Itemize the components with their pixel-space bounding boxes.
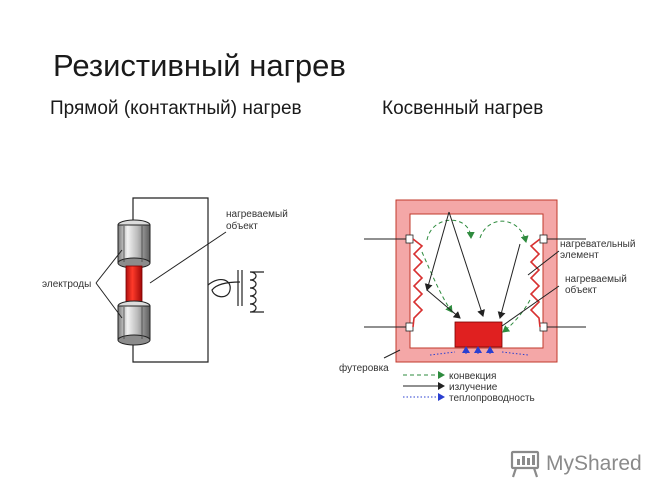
- convection-arc-left: [426, 219, 475, 241]
- convection-flow-left: [421, 251, 453, 313]
- circuit-wire: [132, 197, 209, 363]
- leader-heating-element: [527, 250, 560, 276]
- furnace-lining: [395, 199, 558, 363]
- page-title: Резистивный нагрев: [53, 48, 346, 83]
- presentation-board-icon: [510, 450, 540, 478]
- conduction-arrows: [429, 346, 529, 356]
- direct-heating-diagram: нагреваемый объект электроды: [42, 197, 288, 363]
- transformer-secondary-coil: [249, 271, 264, 313]
- heated-rod: [125, 265, 143, 307]
- legend-conduction-label: теплопроводность: [449, 393, 535, 404]
- legend-convection-label: конвекция: [449, 371, 496, 382]
- convection-arc-right: [479, 220, 529, 243]
- label-heated-object-line1: нагреваемый: [226, 209, 288, 220]
- label-electrodes: электроды: [42, 279, 91, 290]
- terminal-bottom-left: [405, 322, 414, 332]
- subtitle-indirect-heating: Косвенный нагрев: [382, 98, 544, 119]
- label-heated-object-line2: объект: [226, 220, 258, 232]
- radiation-ray-3: [426, 289, 461, 319]
- upper-electrode: [117, 219, 151, 269]
- heating-element-right: [529, 238, 541, 328]
- label-heating-element-line2: элемент: [560, 250, 599, 261]
- indirect-heating-diagram: нагревательный элемент нагреваемый объек…: [339, 199, 635, 404]
- legend: конвекция излучение теплопроводность: [403, 371, 535, 404]
- radiation-ray-2: [448, 211, 485, 317]
- heated-object-block: [454, 321, 503, 348]
- leader-lining: [383, 349, 401, 359]
- label-heating-element-line1: нагревательный: [560, 239, 635, 250]
- terminal-top-right: [539, 234, 548, 244]
- terminal-top-left: [405, 234, 414, 244]
- terminal-bottom-right: [539, 322, 548, 332]
- heating-element-left: [412, 238, 424, 328]
- myshared-logo: MyShared: [510, 449, 642, 479]
- subtitle-direct-heating: Прямой (контактный) нагрев: [50, 98, 302, 119]
- label-heated-object-line1: нагреваемый: [565, 274, 627, 285]
- leader-object: [149, 231, 227, 284]
- leader-electrode-upper: [95, 249, 123, 284]
- transformer-primary: [207, 278, 241, 298]
- legend-radiation-label: излучение: [449, 382, 498, 393]
- leader-heated-object: [501, 285, 560, 327]
- logo-text: MyShared: [546, 452, 642, 475]
- leader-electrode-lower: [95, 282, 123, 319]
- radiation-ray-4: [497, 243, 521, 319]
- lower-electrode: [117, 300, 151, 346]
- label-lining: футеровка: [339, 362, 389, 374]
- label-heated-object-line2: объект: [565, 284, 597, 296]
- radiation-ray-1: [424, 211, 450, 291]
